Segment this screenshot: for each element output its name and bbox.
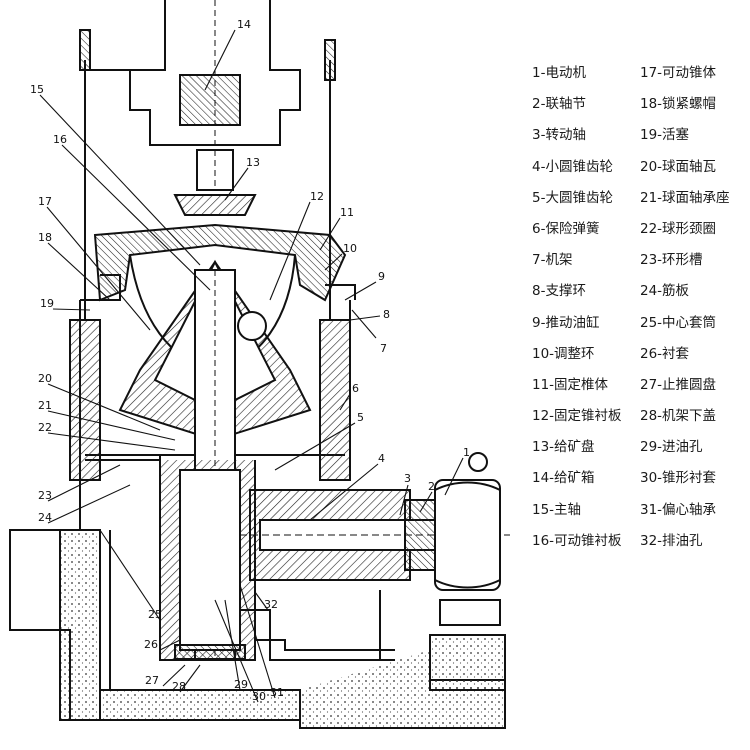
callout-15: 15 bbox=[30, 83, 44, 96]
legend-item: 29-进油孔 bbox=[640, 439, 703, 456]
callout-1: 1 bbox=[463, 446, 470, 459]
callout-11: 11 bbox=[340, 206, 354, 219]
callout-21: 21 bbox=[38, 399, 52, 412]
foundation bbox=[9, 529, 506, 729]
callout-27: 27 bbox=[145, 674, 159, 687]
callout-17: 17 bbox=[38, 195, 52, 208]
callout-7: 7 bbox=[380, 342, 387, 355]
legend-item: 1-电动机 bbox=[532, 65, 586, 81]
callout-23: 23 bbox=[38, 489, 52, 502]
legend-item: 19-活塞 bbox=[640, 127, 690, 144]
callout-28: 28 bbox=[172, 680, 186, 693]
callout-31: 31 bbox=[270, 686, 284, 699]
legend-item: 8-支撑环 bbox=[532, 283, 586, 300]
callout-2: 2 bbox=[428, 480, 435, 493]
oil-pipes bbox=[239, 580, 395, 661]
legend-column-2: 17-可动锥体 18-锁紧螺帽 19-活塞 20-球面轴瓦 21-球面轴承座 2… bbox=[640, 58, 730, 557]
callout-9: 9 bbox=[378, 270, 385, 283]
callout-20: 20 bbox=[38, 372, 52, 385]
legend-item: 25-中心套筒 bbox=[640, 314, 717, 331]
legend-item: 10-调整环 bbox=[532, 345, 595, 362]
legend-item: 14-给矿箱 bbox=[532, 470, 595, 487]
legend-item: 16-可动锥衬板 bbox=[532, 532, 622, 549]
legend-item: 2-联轴节 bbox=[532, 96, 586, 113]
legend-item: 3-转动轴 bbox=[532, 127, 586, 144]
callout-14: 14 bbox=[237, 18, 251, 31]
callout-6: 6 bbox=[352, 382, 359, 395]
callout-24: 24 bbox=[38, 511, 52, 524]
legend-item: 27-止推圆盘 bbox=[640, 376, 717, 393]
legend-item: 20-球面轴瓦 bbox=[640, 158, 717, 175]
legend-item: 21-球面轴承座 bbox=[640, 189, 730, 206]
callout-19: 19 bbox=[40, 297, 54, 310]
callout-12: 12 bbox=[310, 190, 324, 203]
legend-item: 5-大圆锥齿轮 bbox=[532, 189, 613, 206]
legend-item: 28-机架下盖 bbox=[640, 408, 717, 425]
legend-item: 17-可动锥体 bbox=[640, 65, 717, 81]
legend-item: 23-环形槽 bbox=[640, 252, 703, 269]
legend-item: 4-小圆锥齿轮 bbox=[532, 158, 613, 175]
legend-item: 13-给矿盘 bbox=[532, 439, 595, 456]
callout-18: 18 bbox=[38, 231, 52, 244]
drive-assembly bbox=[240, 452, 510, 626]
legend-item: 32-排油孔 bbox=[640, 532, 703, 549]
callout-29: 29 bbox=[234, 678, 248, 691]
callout-26: 26 bbox=[144, 638, 158, 651]
callout-5: 5 bbox=[357, 411, 364, 424]
callout-13: 13 bbox=[246, 156, 260, 169]
main-shaft bbox=[159, 269, 256, 661]
legend-item: 9-推动油缸 bbox=[532, 314, 600, 331]
legend-item: 18-锁紧螺帽 bbox=[640, 96, 717, 113]
callout-8: 8 bbox=[383, 308, 390, 321]
legend-item: 6-保险弹簧 bbox=[532, 220, 600, 237]
legend-item: 24-筋板 bbox=[640, 283, 690, 300]
legend-column-1: 1-电动机 2-联轴节 3-转动轴 4-小圆锥齿轮 5-大圆锥齿轮 6-保险弹簧… bbox=[532, 58, 622, 557]
legend-item: 11-固定椎体 bbox=[532, 376, 609, 393]
legend-item: 22-球形颈圈 bbox=[640, 220, 717, 237]
callout-3: 3 bbox=[404, 472, 411, 485]
legend-item: 7-机架 bbox=[532, 252, 573, 269]
legend-item: 31-偏心轴承 bbox=[640, 501, 717, 518]
legend-item: 15-主轴 bbox=[532, 501, 582, 518]
legend-item: 26-衬套 bbox=[640, 345, 690, 362]
legend-item: 12-固定锥衬板 bbox=[532, 408, 622, 425]
callout-10: 10 bbox=[343, 242, 357, 255]
callout-labels: 1 2 3 4 5 6 7 8 9 10 11 12 13 14 15 16 1… bbox=[30, 18, 470, 703]
legend-item: 30-锥形衬套 bbox=[640, 470, 717, 487]
feed-box-and-plate bbox=[129, 0, 301, 216]
callout-22: 22 bbox=[38, 421, 52, 434]
leader-lines bbox=[39, 29, 464, 703]
callout-4: 4 bbox=[378, 452, 385, 465]
callout-30: 30 bbox=[252, 690, 266, 703]
callout-16: 16 bbox=[53, 133, 67, 146]
callout-25: 25 bbox=[148, 608, 162, 621]
callout-32: 32 bbox=[264, 598, 278, 611]
